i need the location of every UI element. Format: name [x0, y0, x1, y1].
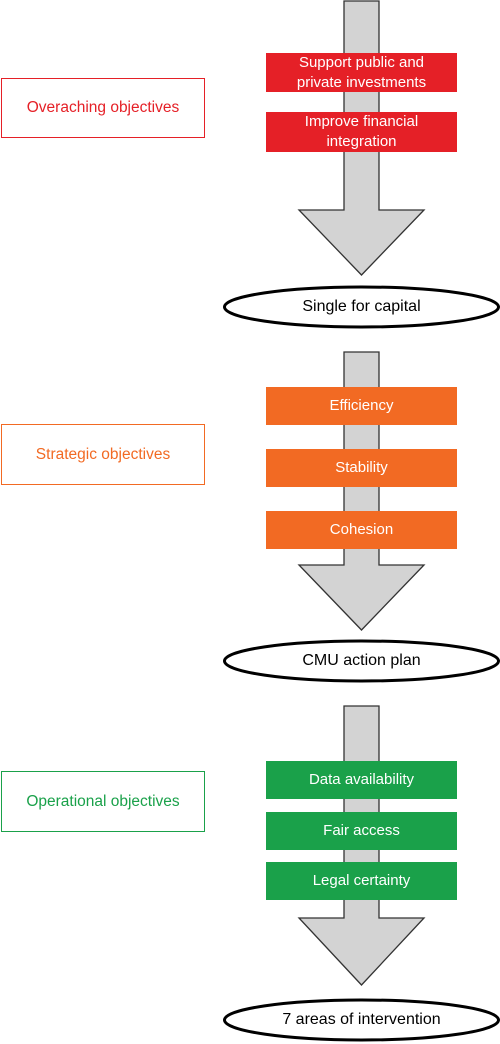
outcome-label-3: 7 areas of intervention — [282, 1011, 441, 1028]
outcome-ellipse-3 — [223, 998, 500, 1042]
objective-legal-certainty: Legal certainty — [266, 862, 457, 900]
level-label-operational: Operational objectives — [1, 771, 205, 832]
objective-support-investments: Support public and private investments — [266, 53, 457, 92]
objective-stability: Stability — [266, 449, 457, 487]
objective-financial-integration: Improve financial integration — [266, 112, 457, 152]
outcome-ellipse-2 — [223, 639, 500, 683]
level-label-overarching: Overaching objectives — [1, 78, 205, 138]
outcome-label-2: CMU action plan — [302, 652, 421, 669]
outcome-label-1: Single for capital — [302, 298, 421, 315]
objective-fair-access: Fair access — [266, 812, 457, 850]
objective-efficiency: Efficiency — [266, 387, 457, 425]
objective-cohesion: Cohesion — [266, 511, 457, 549]
objective-data-availability: Data availability — [266, 761, 457, 799]
level-label-strategic: Strategic objectives — [1, 424, 205, 485]
outcome-ellipse-1 — [223, 285, 500, 329]
